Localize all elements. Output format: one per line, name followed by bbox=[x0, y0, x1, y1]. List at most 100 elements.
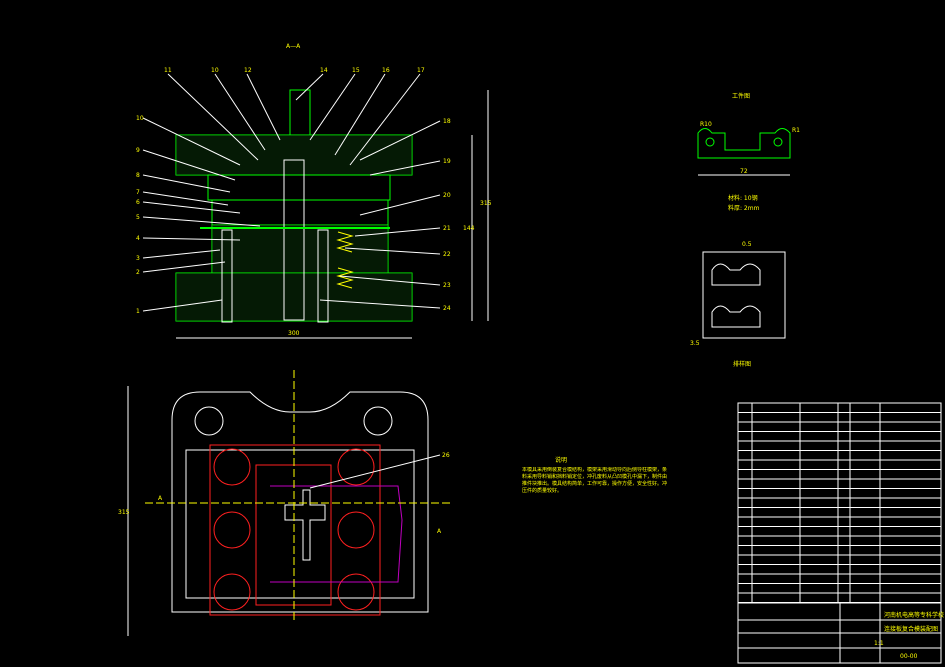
title-school: 河南机电高等专科学校 bbox=[884, 611, 944, 619]
leader-line bbox=[319, 299, 441, 309]
screw-circle bbox=[337, 511, 375, 549]
upper-plate-hatch bbox=[176, 135, 412, 175]
leader-number: 10 bbox=[211, 67, 219, 74]
bill-of-materials bbox=[737, 402, 942, 603]
leader-line bbox=[142, 237, 241, 241]
part-view-title: 工件图 bbox=[732, 92, 750, 100]
leader-line bbox=[369, 160, 441, 176]
part-thickness: 料厚: 2mm bbox=[728, 204, 760, 212]
workpiece-hole bbox=[705, 137, 715, 147]
screw-circle bbox=[213, 448, 251, 486]
leader-number: 8 bbox=[136, 172, 140, 179]
leader-line bbox=[214, 73, 266, 151]
leader-number: 9 bbox=[136, 147, 140, 154]
leader-line bbox=[142, 117, 241, 166]
strip-part-1 bbox=[711, 263, 761, 286]
leader-line bbox=[142, 249, 221, 259]
leader-number: 4 bbox=[136, 235, 140, 242]
lower-die-plate bbox=[175, 272, 413, 322]
screw-circle bbox=[213, 573, 251, 611]
guide-pillar-left bbox=[221, 229, 233, 323]
leader-line bbox=[354, 227, 441, 237]
part-view: 工件图 R10 R1 72 材料: 10钢 料厚: 2mm bbox=[697, 92, 800, 212]
leader-number: 14 bbox=[320, 67, 328, 74]
leader-number: 1 bbox=[136, 308, 140, 315]
spring-upper bbox=[336, 231, 354, 253]
dim-inner-height: 144 bbox=[463, 225, 475, 232]
leader-number: 12 bbox=[244, 67, 252, 74]
leader-number: 6 bbox=[136, 199, 140, 206]
leader-line bbox=[339, 275, 441, 286]
leader-number: 16 bbox=[382, 67, 390, 74]
strip-view: 0.5 3.5 排样图 bbox=[690, 241, 786, 368]
spring-lower bbox=[336, 267, 354, 289]
section-marker-a: A bbox=[158, 495, 163, 502]
leader-line bbox=[167, 73, 259, 161]
notes-title: 说明 bbox=[555, 456, 567, 464]
dim-overall-width: 300 bbox=[288, 330, 300, 337]
section-label: A—A bbox=[286, 43, 301, 50]
leader-number: 19 bbox=[443, 158, 451, 165]
section-view: A—A bbox=[136, 43, 492, 339]
leader-number: 2 bbox=[136, 269, 140, 276]
leader-number: 5 bbox=[136, 214, 140, 221]
strip-dim-top: 0.5 bbox=[742, 241, 752, 248]
workpiece-hole bbox=[773, 137, 783, 147]
notes-body-wrap: 本模具采用倒装复合模结构，模架采用滑动导向后侧导柱模架，条料采用导料销和挡料销定… bbox=[522, 467, 667, 494]
leader-number: 24 bbox=[443, 305, 451, 312]
leader-number: 11 bbox=[164, 67, 172, 74]
plate-inner-outline bbox=[185, 449, 415, 599]
leader-line bbox=[142, 191, 229, 206]
guide-pillar-hole-right bbox=[363, 406, 393, 436]
notes-block: 说明 本模具采用倒装复合模结构，模架采用滑动导向后侧导柱模架，条料采用导料销和挡… bbox=[522, 456, 667, 494]
title-block: 河南机电高等专科学校 连接板复合模装配图 1:1 00-00 bbox=[737, 602, 944, 664]
title-drawing-name: 连接板复合模装配图 bbox=[884, 625, 938, 633]
part-dim-right: R1 bbox=[792, 127, 800, 134]
lower-plate-outline bbox=[171, 391, 429, 613]
leader-number: 18 bbox=[443, 118, 451, 125]
leader-line bbox=[359, 120, 441, 161]
dim-overall-height: 315 bbox=[480, 200, 492, 207]
screw-circle bbox=[337, 448, 375, 486]
workpiece-outline bbox=[697, 128, 791, 159]
die-outline bbox=[209, 444, 381, 616]
leader-line bbox=[142, 201, 241, 214]
plan-tag: 26 bbox=[442, 452, 450, 459]
part-material: 材料: 10钢 bbox=[728, 194, 758, 202]
lower-plate-hatch bbox=[176, 273, 412, 321]
title-scale: 1:1 bbox=[874, 640, 884, 647]
strip-outline bbox=[270, 485, 403, 583]
leader-number: 3 bbox=[136, 255, 140, 262]
leader-number: 17 bbox=[417, 67, 425, 74]
leader-line bbox=[142, 149, 236, 181]
leader-line bbox=[142, 261, 226, 273]
leader-line bbox=[309, 73, 356, 141]
leader-line bbox=[334, 73, 386, 156]
leader-line bbox=[142, 299, 223, 312]
screw-circle bbox=[337, 573, 375, 611]
plan-view: 26 315 A A bbox=[118, 370, 450, 636]
punch-plate bbox=[207, 174, 391, 201]
leader-line bbox=[344, 247, 441, 255]
guide-pillar-right bbox=[317, 229, 329, 323]
part-dim-left: R10 bbox=[700, 121, 712, 128]
leader-line bbox=[359, 194, 441, 216]
central-punch bbox=[283, 159, 305, 321]
leader-line bbox=[142, 216, 261, 227]
leader-line bbox=[309, 454, 441, 489]
screw-circle bbox=[213, 511, 251, 549]
leader-number: 22 bbox=[443, 251, 451, 258]
strip-part-2 bbox=[711, 305, 761, 328]
leader-line bbox=[349, 73, 421, 166]
leader-number: 20 bbox=[443, 192, 451, 199]
title-drawing-no: 00-00 bbox=[900, 653, 918, 660]
section-marker-b: A bbox=[437, 528, 442, 535]
notes-body: 本模具采用倒装复合模结构，模架采用滑动导向后侧导柱模架，条料采用导料销和挡料销定… bbox=[522, 467, 667, 494]
leader-number: 7 bbox=[136, 189, 140, 196]
strip-outline-box bbox=[702, 251, 786, 339]
leader-line bbox=[295, 73, 324, 101]
part-dim-bottom: 72 bbox=[740, 168, 748, 175]
part-outline bbox=[284, 489, 326, 561]
leader-line bbox=[142, 174, 231, 193]
